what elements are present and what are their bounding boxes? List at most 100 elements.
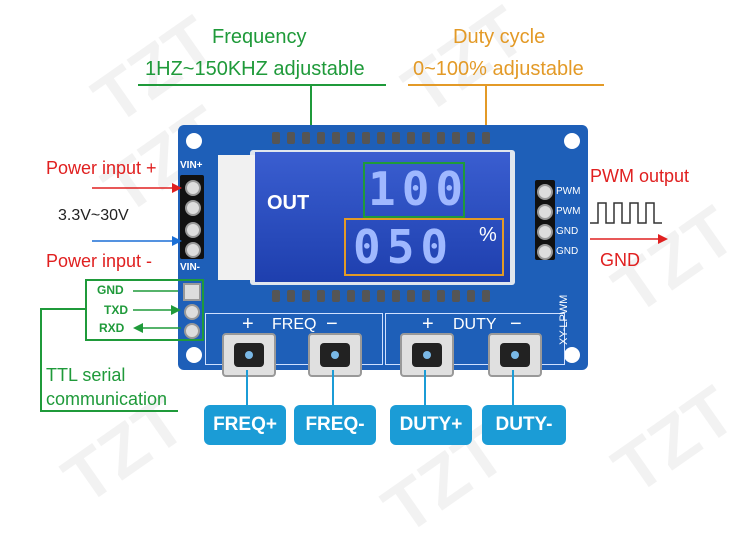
duty-underline bbox=[408, 84, 604, 86]
lcd-header-pin bbox=[272, 290, 280, 302]
power-input-minus-label: Power input - bbox=[46, 251, 153, 271]
frequency-underline bbox=[138, 84, 386, 86]
lcd-header-pin bbox=[482, 290, 490, 302]
lcd-header-pin bbox=[422, 290, 430, 302]
lcd-header-pin bbox=[317, 132, 325, 144]
lcd-header-pin bbox=[347, 290, 355, 302]
power-minus-arrow-icon bbox=[92, 236, 182, 246]
frequency-range: 1HZ~150KHZ adjustable bbox=[145, 58, 365, 80]
duty-highlight-box bbox=[344, 218, 504, 276]
lcd-header-pin bbox=[437, 290, 445, 302]
lcd-header-pin bbox=[437, 132, 445, 144]
ttl-leader-line bbox=[40, 308, 86, 310]
pwm-pin bbox=[537, 204, 553, 220]
duty-minus-switch bbox=[488, 333, 542, 377]
duty-button-group-outline bbox=[385, 313, 565, 365]
pin bbox=[185, 222, 201, 238]
ttl-leader-line bbox=[40, 308, 42, 412]
frequency-highlight-box bbox=[363, 162, 465, 218]
txd-pad bbox=[184, 304, 200, 320]
duty-title: Duty cycle bbox=[453, 26, 546, 48]
lcd-duty-value: 050 bbox=[353, 220, 455, 274]
pin bbox=[185, 200, 201, 216]
freq-minus-silk: − bbox=[326, 313, 338, 335]
mounting-hole bbox=[564, 133, 580, 149]
serial-box bbox=[85, 279, 204, 341]
ttl-label-2: communication bbox=[46, 389, 168, 409]
pwm-waveform-icon bbox=[590, 202, 668, 244]
connector-line bbox=[246, 370, 248, 406]
lcd-header-pin bbox=[362, 132, 370, 144]
ttl-label-1: TTL serial bbox=[46, 365, 126, 385]
power-input-plus-label: Power input + bbox=[46, 158, 157, 178]
pwm-silk-2: PWM bbox=[556, 206, 581, 217]
lcd-header-pin bbox=[287, 290, 295, 302]
rxd-pad bbox=[184, 323, 200, 339]
vin-minus-pin bbox=[185, 242, 201, 258]
freq-plus-label: FREQ+ bbox=[204, 405, 286, 445]
mounting-hole bbox=[186, 133, 202, 149]
duty-range: 0~100% adjustable bbox=[413, 58, 584, 80]
lcd-header-pin bbox=[377, 132, 385, 144]
pwm-silk-1: PWM bbox=[556, 186, 581, 197]
duty-plus-label: DUTY+ bbox=[390, 405, 472, 445]
lcd-frequency-value: 100 bbox=[368, 162, 470, 216]
lcd-header-pin bbox=[452, 132, 460, 144]
connector-line bbox=[332, 370, 334, 406]
freq-plus-silk: + bbox=[242, 313, 254, 335]
frequency-title: Frequency bbox=[212, 26, 307, 48]
lcd-out-label: OUT bbox=[267, 192, 310, 214]
serial-rxd-label: RXD bbox=[99, 321, 125, 335]
lcd-header-pin bbox=[332, 290, 340, 302]
pwm-output-label: PWM output bbox=[590, 166, 690, 186]
pwm-pin bbox=[537, 184, 553, 200]
vin-plus-silk: VIN+ bbox=[180, 160, 203, 171]
lcd-header-pin bbox=[332, 132, 340, 144]
lcd-header-pin bbox=[302, 290, 310, 302]
gnd-pin bbox=[537, 244, 553, 260]
voltage-label: 3.3V~30V bbox=[58, 207, 129, 224]
duty-minus-silk: − bbox=[510, 313, 522, 335]
lcd-header-pin bbox=[482, 132, 490, 144]
connector-line bbox=[424, 370, 426, 406]
lcd-header-pin bbox=[362, 290, 370, 302]
freq-minus-label: FREQ- bbox=[294, 405, 376, 445]
lcd-backlight-tab bbox=[218, 155, 256, 280]
lcd-header-pin bbox=[392, 132, 400, 144]
lcd-header-pin bbox=[407, 132, 415, 144]
gnd-output-label: GND bbox=[600, 250, 640, 270]
freq-silk: FREQ bbox=[272, 316, 317, 333]
freq-plus-switch bbox=[222, 333, 276, 377]
mounting-hole bbox=[186, 347, 202, 363]
lcd-header-pin bbox=[302, 132, 310, 144]
duty-silk: DUTY bbox=[453, 316, 497, 333]
lcd-header-pin bbox=[467, 132, 475, 144]
lcd-header-pin bbox=[377, 290, 385, 302]
lcd-percent: % bbox=[479, 224, 497, 246]
lcd-header-pin bbox=[272, 132, 280, 144]
output-header bbox=[535, 180, 555, 260]
vin-minus-silk: VIN- bbox=[180, 262, 200, 273]
serial-txd-label: TXD bbox=[104, 303, 128, 317]
gnd-silk-1: GND bbox=[556, 226, 579, 237]
gnd-pin bbox=[537, 224, 553, 240]
lcd-header-pin bbox=[287, 132, 295, 144]
serial-arrows-icon bbox=[133, 290, 181, 333]
watermark-logo: TZT bbox=[599, 371, 750, 509]
freq-minus-switch bbox=[308, 333, 362, 377]
lcd-header-pin bbox=[317, 290, 325, 302]
model-silk: XY-LPWM bbox=[558, 294, 570, 345]
lcd-header-pin bbox=[422, 132, 430, 144]
vin-plus-pin bbox=[185, 180, 201, 196]
lcd-header-pin bbox=[467, 290, 475, 302]
lcd-header-pin bbox=[407, 290, 415, 302]
serial-gnd-label: GND bbox=[97, 283, 124, 297]
duty-plus-switch bbox=[400, 333, 454, 377]
lcd-header-pin bbox=[392, 290, 400, 302]
power-plus-arrow-icon bbox=[92, 183, 182, 193]
gnd-pad bbox=[183, 283, 201, 301]
lcd-header-pin bbox=[452, 290, 460, 302]
duty-minus-label: DUTY- bbox=[482, 405, 566, 445]
duty-plus-silk: + bbox=[422, 313, 434, 335]
connector-line bbox=[512, 370, 514, 406]
